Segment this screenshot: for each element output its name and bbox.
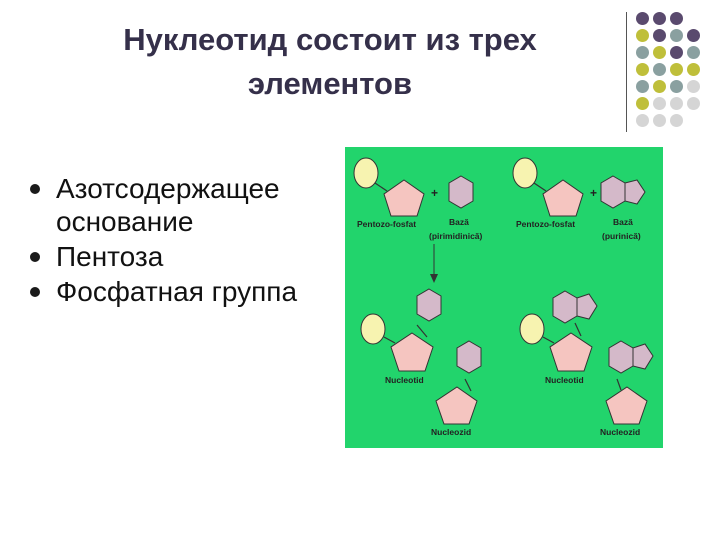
bullet-text: Азотсодержащее основание	[56, 173, 280, 237]
phosphate-shape	[360, 313, 386, 345]
decorative-dot	[636, 29, 649, 42]
pentose-shape	[383, 179, 425, 217]
decorative-dot	[653, 63, 666, 76]
arrow-head	[430, 274, 438, 283]
purine-base-pentagon	[624, 179, 646, 205]
nucleoside-label: Nucleozid	[600, 427, 640, 437]
decorative-dot	[636, 97, 649, 110]
purine-base-hexagon	[608, 340, 634, 374]
pentose-shape	[435, 386, 478, 425]
nucleotide-diagram: + Pentozo-fosfat Bază (pirimidinică) Nuc…	[345, 147, 663, 448]
bullet-item: Фосфатная группа	[30, 275, 350, 308]
pentose-shape	[605, 386, 648, 425]
bond-line	[464, 378, 472, 392]
pyrimidine-base-shape	[416, 288, 442, 322]
nucleoside-label: Nucleozid	[431, 427, 471, 437]
plus-sign: +	[431, 186, 438, 200]
decorative-dot	[636, 80, 649, 93]
decorative-dot	[653, 114, 666, 127]
nucleotide-label: Nucleotid	[385, 375, 424, 385]
phosphate-shape	[353, 157, 379, 189]
decorative-dot	[653, 46, 666, 59]
bullet-dot	[30, 287, 40, 297]
decorative-dot	[687, 29, 700, 42]
decorative-dot	[670, 80, 683, 93]
purine-base-hexagon	[600, 175, 626, 209]
bond-line	[383, 336, 396, 344]
decorative-dot	[670, 46, 683, 59]
decorative-dot	[670, 29, 683, 42]
bullet-text: Пентоза	[56, 241, 164, 272]
plus-sign: +	[590, 186, 597, 200]
bond-line	[574, 322, 582, 337]
bond-line	[416, 324, 428, 338]
decorative-dot	[636, 114, 649, 127]
decorative-dot	[670, 114, 683, 127]
decorative-dot	[687, 46, 700, 59]
decorative-divider	[626, 12, 627, 132]
bond-line	[542, 336, 555, 344]
phosphate-shape	[519, 313, 545, 345]
bond-line	[533, 182, 547, 192]
nucleotide-label: Nucleotid	[545, 375, 584, 385]
decorative-dot	[670, 97, 683, 110]
bond-line	[374, 182, 388, 192]
pentose-shape	[549, 332, 593, 372]
purine-base-pentagon	[576, 293, 598, 320]
pentose-shape	[542, 179, 584, 217]
base-label: Bază	[449, 217, 469, 227]
base-label-type: (purinică)	[602, 231, 641, 241]
bullet-list: Азотсодержащее основание Пентоза Фосфатн…	[30, 172, 350, 310]
bullet-dot	[30, 252, 40, 262]
pentose-label: Pentozo-fosfat	[516, 219, 575, 229]
decorative-dot	[653, 29, 666, 42]
decorative-dot	[636, 63, 649, 76]
phosphate-shape	[512, 157, 538, 189]
decorative-dot	[636, 46, 649, 59]
purine-base-hexagon	[552, 290, 578, 324]
pentose-shape	[390, 332, 434, 372]
pentose-label: Pentozo-fosfat	[357, 219, 416, 229]
title-line-2: элементов	[247, 66, 413, 101]
decorative-dot	[636, 12, 649, 25]
bullet-dot	[30, 184, 40, 194]
decorative-dot	[687, 80, 700, 93]
pyrimidine-base-shape	[448, 175, 474, 209]
bullet-text: Фосфатная группа	[56, 276, 298, 307]
decorative-dot	[687, 63, 700, 76]
decorative-dot	[653, 97, 666, 110]
decorative-dot	[670, 12, 683, 25]
title-line-1: Нуклеотид состоит из трех	[123, 22, 537, 57]
base-label: Bază	[613, 217, 633, 227]
decorative-dot	[687, 97, 700, 110]
slide-title: Нуклеотид состоит из трех элементов	[40, 18, 620, 106]
diagram-svg: + Pentozo-fosfat Bază (pirimidinică) Nuc…	[345, 147, 663, 448]
decorative-dot	[653, 12, 666, 25]
bond-line	[616, 378, 622, 391]
base-label-type: (pirimidinică)	[429, 231, 483, 241]
purine-base-pentagon	[632, 343, 654, 370]
bullet-item: Пентоза	[30, 240, 350, 273]
pyrimidine-base-shape	[456, 340, 482, 374]
decorative-dot	[653, 80, 666, 93]
bullet-item: Азотсодержащее основание	[30, 172, 350, 238]
decorative-dot	[670, 63, 683, 76]
